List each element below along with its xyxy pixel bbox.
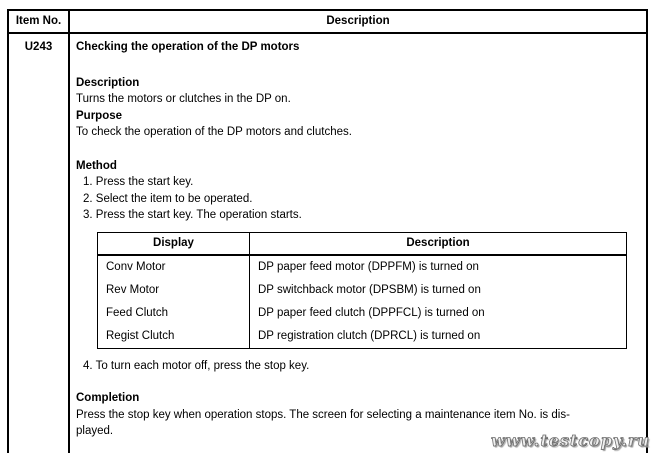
description-cell: DP paper feed clutch (DPPFCL) is turned … xyxy=(258,306,485,319)
inner-table-row: Feed Clutch DP paper feed clutch (DPPFCL… xyxy=(98,301,626,325)
watermark: www.testcopy.ru xyxy=(491,430,650,450)
display-cell: Conv Motor xyxy=(98,255,250,279)
method-step: 1. Press the start key. xyxy=(83,176,194,188)
completion-text-line: played. xyxy=(76,425,114,437)
display-description-table: Display Description Conv Motor DP paper … xyxy=(97,231,627,349)
description-cell: DP switchback motor (DPSBM) is turned on xyxy=(258,283,481,296)
description-heading: Description xyxy=(76,76,140,89)
completion-text-line: Press the stop key when operation stops.… xyxy=(76,408,570,421)
method-heading: Method xyxy=(76,159,117,172)
method-step: 4. To turn each motor off, press the sto… xyxy=(83,359,310,372)
item-no-column-header: Item No. xyxy=(9,11,70,32)
display-header-cell: Display xyxy=(98,232,250,254)
description-header-cell: Description xyxy=(406,236,470,249)
inner-table-row: Conv Motor DP paper feed motor (DPPFM) i… xyxy=(98,255,626,279)
description-text: Turns the motors or clutches in the DP o… xyxy=(76,93,291,105)
purpose-text: To check the operation of the DP motors … xyxy=(76,126,352,138)
inner-table-header-row: Display Description xyxy=(98,232,626,256)
purpose-heading: Purpose xyxy=(76,109,123,122)
display-cell: Regist Clutch xyxy=(98,324,250,348)
inner-table-row: Regist Clutch DP registration clutch (DP… xyxy=(98,324,626,348)
description-cell: DP paper feed motor (DPPFM) is turned on xyxy=(258,260,479,273)
item-no-cell: U243 xyxy=(9,34,70,453)
completion-heading: Completion xyxy=(76,392,140,404)
inner-table-row: Rev Motor DP switchback motor (DPSBM) is… xyxy=(98,278,626,302)
method-steps: 1. Press the start key. 2. Select the it… xyxy=(76,174,638,224)
method-step: 3. Press the start key. The operation st… xyxy=(83,209,302,221)
maintenance-item-table: Item No. Description U243 Checking the o… xyxy=(7,9,648,453)
display-cell: Rev Motor xyxy=(98,278,250,302)
method-step: 2. Select the item to be operated. xyxy=(83,192,253,205)
description-column-header: Description xyxy=(326,15,390,28)
table-header-row: Item No. Description xyxy=(9,11,646,34)
description-cell: DP registration clutch (DPRCL) is turned… xyxy=(258,329,481,342)
display-cell: Feed Clutch xyxy=(98,301,250,325)
table-body-row: U243 Checking the operation of the DP mo… xyxy=(9,34,646,453)
description-cell: Checking the operation of the DP motors … xyxy=(70,34,646,453)
procedure-title: Checking the operation of the DP motors xyxy=(76,41,300,53)
